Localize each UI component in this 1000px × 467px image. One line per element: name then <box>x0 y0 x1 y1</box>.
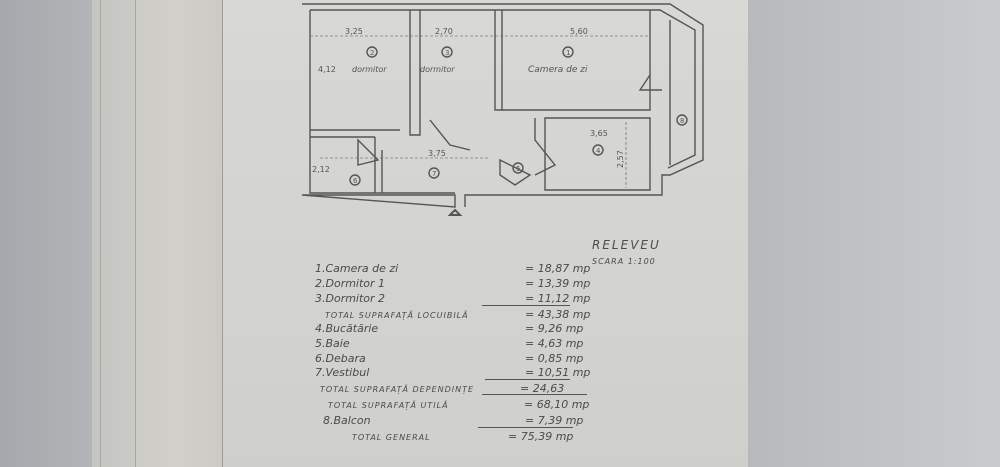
row-label: TOTAL SUPRAFAȚĂ LOCUIBILĂ <box>325 311 469 320</box>
scale-label: SCARA 1:100 <box>592 257 656 266</box>
total-row: TOTAL SUPRAFAȚĂ LOCUIBILĂ = 43,38 mp <box>325 308 590 321</box>
paper-edge <box>100 0 101 467</box>
background-right <box>748 0 1000 467</box>
dimension-label: 3,65 <box>590 129 608 138</box>
document-title: RELEVEU <box>592 238 661 252</box>
row-label: 2.Dormitor 1 <box>315 277 386 290</box>
sum-line <box>485 379 570 380</box>
inner-wall <box>310 9 696 169</box>
row-label: TOTAL SUPRAFAȚĂ UTILĂ <box>328 401 449 410</box>
dimension-label: 2,57 <box>616 150 625 168</box>
room-number: 7 <box>432 170 436 178</box>
row-value: = 18,87 mp <box>525 262 591 275</box>
row-value: = 43,38 mp <box>525 308 591 321</box>
row-label: TOTAL GENERAL <box>352 433 431 442</box>
dimension-label: 5,60 <box>570 27 588 36</box>
row-label: 5.Baie <box>315 337 350 350</box>
dimension-label: 2,70 <box>435 27 453 36</box>
row-value: = 0,85 mp <box>525 352 584 365</box>
row-value: = 75,39 mp <box>508 430 574 443</box>
area-row: 5.Baie = 4,63 mp <box>315 337 583 350</box>
room-number: 3 <box>445 49 449 57</box>
row-label: TOTAL SUPRAFAȚĂ DEPENDINȚE <box>320 385 475 394</box>
row-label: 4.Bucătărie <box>315 322 379 335</box>
row-value: = 13,39 mp <box>525 277 591 290</box>
dimension-label: 4,12 <box>318 65 336 74</box>
area-row: 1.Camera de zi = 18,87 mp <box>315 262 590 275</box>
room-number: 4 <box>596 147 601 155</box>
row-label: 7.Vestibul <box>315 366 370 379</box>
area-row: 2.Dormitor 1 = 13,39 mp <box>315 277 590 290</box>
area-row: 7.Vestibul = 10,51 mp <box>315 366 590 379</box>
row-value: = 7,39 mp <box>525 414 584 427</box>
area-row: 4.Bucătărie = 9,26 mp <box>315 322 583 335</box>
total-row: TOTAL SUPRAFAȚĂ UTILĂ = 68,10 mp <box>328 398 589 411</box>
row-value: = 10,51 mp <box>525 366 591 379</box>
room-number: 5 <box>516 165 520 173</box>
total-row: TOTAL SUPRAFAȚĂ DEPENDINȚE = 24,63 <box>320 382 564 395</box>
row-label: 8.Balcon <box>323 414 371 427</box>
dimension-label: 3,75 <box>428 149 446 158</box>
room-label: Camera de zi <box>528 65 588 75</box>
dimension-label: 2,12 <box>312 165 330 174</box>
room-number: 2 <box>370 49 374 57</box>
sum-line <box>482 305 570 306</box>
row-value: = 68,10 mp <box>524 398 590 411</box>
room-label: dormitor <box>420 65 455 74</box>
wall-dormitor <box>409 10 421 136</box>
kitchen <box>544 117 651 191</box>
room-number: 1 <box>566 49 570 57</box>
area-row: 3.Dormitor 2 = 11,12 mp <box>315 292 590 305</box>
sum-line <box>482 394 587 395</box>
outer-wall <box>301 3 704 208</box>
area-row: 6.Debara = 0,85 mp <box>315 352 583 365</box>
floor-plan: 3,25 2,70 5,60 4,12 2,12 3,75 3,65 2,57 … <box>301 3 704 216</box>
wall-living <box>494 10 503 111</box>
row-value: = 9,26 mp <box>525 322 584 335</box>
dimension-label: 3,25 <box>345 27 363 36</box>
row-label: 3.Dormitor 2 <box>315 292 386 305</box>
area-row: 8.Balcon = 7,39 mp <box>323 414 583 427</box>
paper-underneath <box>92 0 232 467</box>
room-label: dormitor <box>352 65 387 74</box>
total-row: TOTAL GENERAL = 75,39 mp <box>352 430 573 443</box>
paper-edge <box>135 0 136 467</box>
row-value: = 4,63 mp <box>525 337 584 350</box>
row-label: 1.Camera de zi <box>315 262 399 275</box>
background-left <box>0 0 100 467</box>
sum-line <box>478 427 573 428</box>
entrance-arrow <box>447 208 463 216</box>
room-number: 8 <box>680 117 684 125</box>
row-value: = 11,12 mp <box>525 292 591 305</box>
room-number: 6 <box>353 177 358 185</box>
row-label: 6.Debara <box>315 352 366 365</box>
row-value: = 24,63 <box>520 382 565 395</box>
